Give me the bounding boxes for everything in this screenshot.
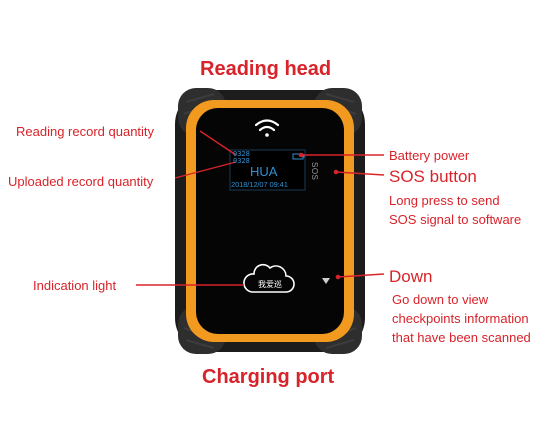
cloud-icon	[243, 263, 295, 293]
sos-description: Long press to send SOS signal to softwar…	[389, 191, 521, 229]
device-face	[196, 108, 344, 334]
battery-power-label: Battery power	[389, 148, 470, 163]
down-desc-line-3: that have been scanned	[392, 330, 531, 345]
down-arrow-icon	[322, 278, 330, 284]
uploaded-count: 0328	[233, 157, 250, 165]
sos-button-label: SOS button	[389, 167, 477, 186]
reading-head-label: Reading head	[200, 58, 332, 80]
wifi-icon	[254, 119, 280, 137]
down-desc-line-1: Go down to view	[392, 292, 489, 307]
charging-port-label: Charging port	[202, 366, 335, 388]
sos-desc-line-2: SOS signal to software	[389, 212, 522, 227]
reading-record-quantity-label: Reading record quantity	[16, 124, 155, 139]
down-desc-line-2: checkpoints information	[392, 311, 529, 326]
screen-datetime: 2018/12/07 09:41	[231, 180, 288, 189]
screen-name: HUA	[250, 164, 278, 179]
sos-device-text: SOS	[310, 162, 319, 181]
sos-desc-line-1: Long press to send	[389, 193, 500, 208]
uploaded-record-quantity-label: Uploaded record quantity	[8, 174, 154, 189]
cloud-text: 我爱巡	[258, 280, 282, 289]
down-label: Down	[389, 267, 433, 286]
battery-icon	[292, 153, 305, 160]
indication-light-label: Indication light	[33, 278, 117, 293]
reading-count: 0328	[233, 150, 250, 158]
down-description: Go down to view checkpoints information …	[392, 290, 531, 347]
